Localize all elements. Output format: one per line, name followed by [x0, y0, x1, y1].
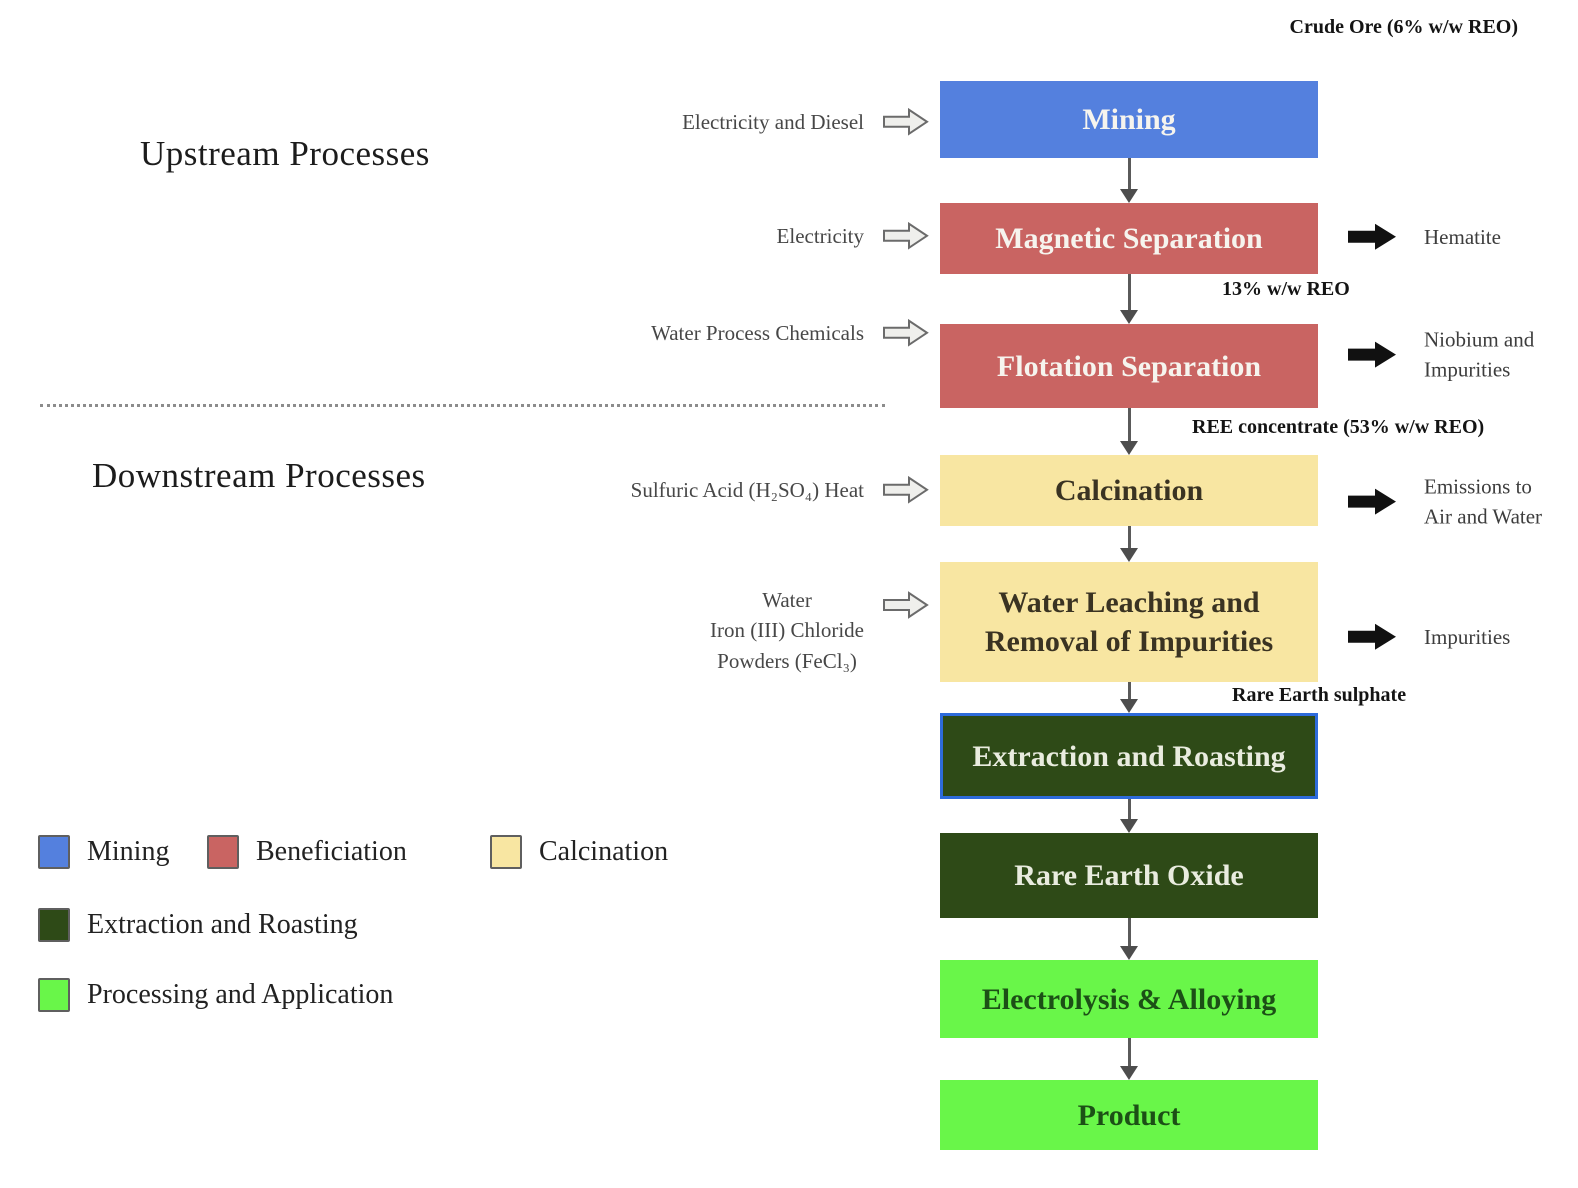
flow-node-product: Product [940, 1080, 1318, 1150]
flow-node-water-leaching: Water Leaching and Removal of Impurities [940, 562, 1318, 682]
input-arrow-icon [883, 591, 929, 619]
flow-node-mining: Mining [940, 81, 1318, 158]
flow-node-flotation-separation: Flotation Separation [940, 324, 1318, 408]
down-arrow-icon [1120, 526, 1138, 562]
input-arrow-icon [883, 319, 929, 347]
legend-swatch-beneficiation [207, 835, 239, 869]
input-label: Electricity and Diesel [682, 109, 864, 134]
legend-swatch-mining [38, 835, 70, 869]
legend-label: Calcination [539, 836, 669, 867]
legend-swatch-extraction [38, 908, 70, 942]
output-label: Impurities [1424, 624, 1511, 649]
input-row-calcination: Sulfuric Acid (H₂SO₄) Heat [631, 475, 930, 505]
legend-swatch-processing [38, 978, 70, 1012]
down-arrow-icon [1120, 1038, 1138, 1080]
legend-item-mining: Mining [38, 835, 169, 869]
reo-13-annotation: 13% w/w REO [1222, 278, 1350, 300]
ree-concentrate-annotation: REE concentrate (53% w/w REO) [1192, 416, 1485, 438]
input-arrow-icon [883, 108, 929, 136]
legend-label: Processing and Application [87, 979, 394, 1010]
output-row-impurities: Impurities [1348, 622, 1510, 652]
legend-item-calcination: Calcination [490, 835, 668, 869]
output-label: Niobium and Impurities [1424, 327, 1535, 382]
legend-item-beneficiation: Beneficiation [207, 835, 407, 869]
input-row-water-leaching: Water Iron (III) Chloride Powders (FeCl₃… [710, 585, 930, 676]
down-arrow-icon [1120, 158, 1138, 203]
output-label: Emissions to Air and Water [1424, 474, 1543, 529]
output-arrow-icon [1348, 224, 1396, 250]
input-row-magnetic-separation: Electricity [777, 221, 930, 251]
flow-node-calcination: Calcination [940, 455, 1318, 526]
output-row-emissions: Emissions to Air and Water [1348, 472, 1542, 533]
downstream-title: Downstream Processes [92, 456, 426, 495]
input-label: Water Iron (III) Chloride Powders (FeCl₃… [710, 588, 864, 673]
legend-item-extraction-roasting: Extraction and Roasting [38, 908, 358, 942]
down-arrow-icon [1120, 799, 1138, 833]
down-arrow-icon [1120, 274, 1138, 324]
down-arrow-icon [1120, 682, 1138, 713]
input-row-flotation-separation: Water Process Chemicals [651, 318, 930, 348]
flow-node-rare-earth-oxide: Rare Earth Oxide [940, 833, 1318, 918]
output-arrow-icon [1348, 489, 1396, 515]
down-arrow-icon [1120, 918, 1138, 960]
input-arrow-icon [883, 222, 929, 250]
flow-node-extraction-roasting: Extraction and Roasting [940, 713, 1318, 799]
output-label: Hematite [1424, 224, 1501, 249]
output-row-niobium: Niobium and Impurities [1348, 325, 1534, 386]
crude-ore-annotation: Crude Ore (6% w/w REO) [1289, 16, 1519, 38]
legend-label: Beneficiation [256, 836, 407, 867]
legend-item-processing-application: Processing and Application [38, 978, 393, 1012]
output-row-hematite: Hematite [1348, 222, 1501, 252]
legend-label: Extraction and Roasting [87, 909, 358, 940]
output-arrow-icon [1348, 624, 1396, 650]
output-arrow-icon [1348, 342, 1396, 368]
input-arrow-icon [883, 476, 929, 504]
input-row-mining: Electricity and Diesel [682, 107, 930, 137]
flow-node-magnetic-separation: Magnetic Separation [940, 203, 1318, 274]
rare-earth-sulphate-annotation: Rare Earth sulphate [1232, 684, 1407, 706]
input-label: Water Process Chemicals [651, 320, 864, 345]
legend-label: Mining [87, 836, 170, 867]
upstream-title: Upstream Processes [140, 134, 430, 173]
down-arrow-icon [1120, 408, 1138, 455]
legend-swatch-calcination [490, 835, 522, 869]
input-label: Sulfuric Acid (H₂SO₄) Heat [630, 477, 864, 502]
flow-node-electrolysis-alloying: Electrolysis & Alloying [940, 960, 1318, 1038]
input-label: Electricity [776, 223, 864, 248]
upstream-downstream-divider [40, 404, 885, 407]
